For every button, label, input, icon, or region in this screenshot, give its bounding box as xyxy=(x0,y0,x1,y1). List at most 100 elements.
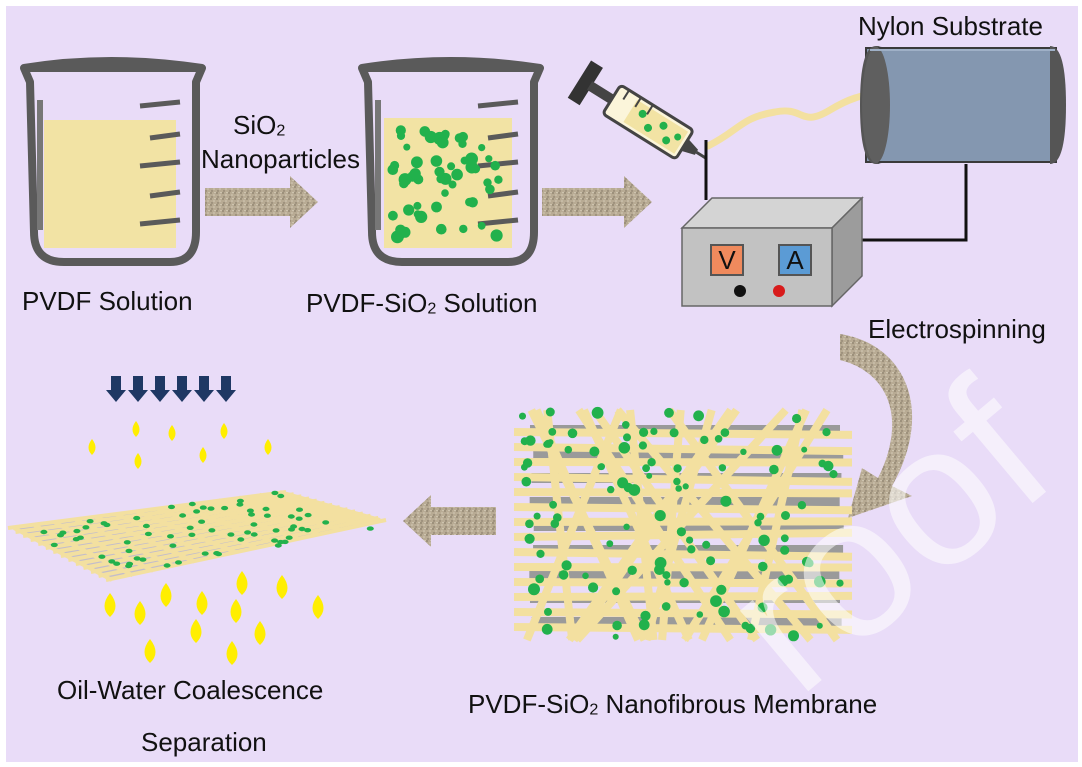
down-arrow-icon xyxy=(216,376,236,402)
nanoparticle xyxy=(606,540,614,548)
nanoparticle xyxy=(612,620,622,631)
nanoparticles-in-beaker xyxy=(387,125,503,244)
oil-droplet-icon xyxy=(196,591,208,615)
fiber xyxy=(54,520,155,573)
nanoparticle xyxy=(186,525,194,530)
nanoparticle xyxy=(639,427,649,437)
nanoparticle xyxy=(201,551,209,556)
nanoparticle xyxy=(465,197,474,207)
label-pvdf-solution: PVDF Solution xyxy=(22,286,193,316)
oil-droplet-icon xyxy=(220,423,228,439)
nanoparticle xyxy=(188,532,196,537)
nanoparticle xyxy=(769,464,779,475)
nanoparticle xyxy=(664,579,671,586)
nanoparticle xyxy=(638,441,648,450)
nanoparticle xyxy=(237,537,245,542)
label-pvdf-sio2-solution: PVDF-SiO2 Solution xyxy=(306,290,538,316)
oil-droplet-icon xyxy=(132,421,140,437)
flow-down-arrows xyxy=(106,376,236,402)
nanoparticle xyxy=(198,519,206,524)
label-nanoparticles: Nanoparticles xyxy=(201,144,360,174)
nanoparticle xyxy=(547,439,554,446)
down-arrow-icon xyxy=(106,376,126,402)
nanoparticle xyxy=(399,178,409,189)
nanoparticle xyxy=(246,508,254,513)
nanoparticle xyxy=(553,513,562,522)
nanoparticle xyxy=(754,519,762,527)
fiber xyxy=(238,495,340,532)
nanoparticle xyxy=(741,621,750,630)
nanoparticle xyxy=(271,538,279,543)
nanoparticle xyxy=(740,448,747,455)
nanoparticle xyxy=(836,579,844,587)
nanoparticle xyxy=(714,435,723,443)
fiber xyxy=(197,501,299,541)
wire-drum xyxy=(862,164,968,242)
nanoparticle xyxy=(133,556,141,561)
oil-droplet-icon xyxy=(160,583,172,607)
flat-membrane xyxy=(7,490,387,582)
nanoparticle xyxy=(139,557,147,562)
nanoparticle xyxy=(465,160,479,174)
membrane-shadow-bar xyxy=(533,449,844,459)
nanoparticle xyxy=(144,531,152,537)
label-sio2: SiO2 xyxy=(233,112,285,138)
nanoparticle xyxy=(525,519,534,529)
nanoparticle xyxy=(494,175,503,184)
label-pvdf-sio2-text: PVDF-SiO xyxy=(306,288,428,318)
nanoparticle xyxy=(706,556,716,566)
nanoparticle xyxy=(126,561,134,567)
nanoparticle xyxy=(40,529,48,535)
nanoparticle xyxy=(647,458,656,467)
nanoparticle xyxy=(490,229,503,242)
nanoparticle xyxy=(168,504,175,510)
nanoparticle xyxy=(411,156,423,169)
fiber xyxy=(626,409,658,641)
oil-droplet-icon xyxy=(134,601,146,625)
nanoparticle xyxy=(720,495,732,507)
nanoparticle xyxy=(591,406,604,419)
nanoparticle xyxy=(662,571,671,580)
nanoparticle xyxy=(522,458,533,468)
nanoparticle xyxy=(780,534,789,543)
nanoparticle xyxy=(686,536,694,544)
nanoparticle xyxy=(654,509,666,522)
nanoparticle xyxy=(248,512,255,517)
nanoparticle xyxy=(675,485,682,492)
nanoparticle xyxy=(664,407,674,418)
nanoparticle xyxy=(431,201,442,213)
nanoparticle xyxy=(612,633,619,640)
nanoparticle xyxy=(702,540,711,549)
fiber xyxy=(33,523,134,578)
nanoparticle xyxy=(133,515,141,521)
nanoparticle xyxy=(801,556,813,567)
fiber xyxy=(13,526,113,582)
nanoparticle xyxy=(687,545,696,554)
nanoparticle xyxy=(533,512,541,520)
nanoparticle xyxy=(59,530,67,535)
nanoparticle xyxy=(108,559,116,564)
nanoparticle xyxy=(215,551,222,557)
nanoparticle xyxy=(788,630,799,642)
nanoparticle xyxy=(142,523,150,529)
nanofibrous-membrane xyxy=(513,406,853,643)
nanoparticle xyxy=(288,527,295,532)
arrow-electrospinning-to-membrane xyxy=(840,334,913,518)
nanoparticle xyxy=(76,535,84,540)
nanoparticle xyxy=(123,540,131,545)
nanoparticle xyxy=(298,526,306,532)
oil-droplet-icon xyxy=(264,439,272,455)
nanoparticle xyxy=(179,513,187,518)
nanoparticle xyxy=(236,498,244,504)
nanoparticle xyxy=(758,561,768,572)
nanoparticle xyxy=(163,563,171,568)
nanoparticle xyxy=(296,507,303,512)
nanoparticle xyxy=(440,130,450,140)
oil-droplets-above xyxy=(88,421,272,469)
beaker-pvdf-solution xyxy=(20,57,206,266)
membrane-shadow-bar xyxy=(531,617,842,627)
nanoparticle xyxy=(822,428,831,437)
fiber xyxy=(614,407,814,643)
nanoparticle xyxy=(771,444,783,456)
